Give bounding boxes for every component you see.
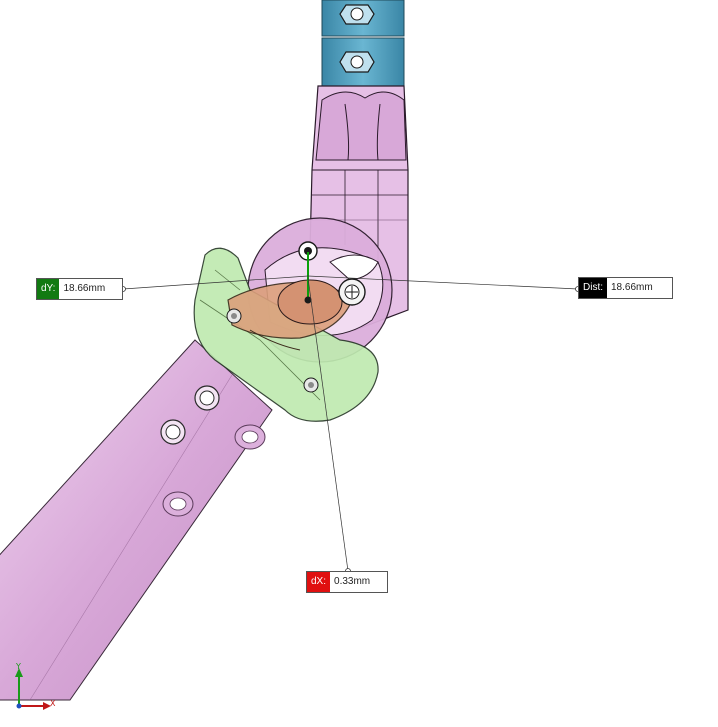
dx-tag: dX: [307,572,331,592]
lower-tube[interactable] [0,339,273,701]
screw-icon [303,377,319,393]
reference-triad [15,668,51,710]
dist-value: 18.66mm [607,278,657,298]
dist-tag: Dist: [579,278,607,298]
pivot-pin-icon [298,241,318,261]
dx-value: 0.33mm [330,572,375,592]
triad-y-label: Y [16,662,21,671]
dy-tag: dY: [37,279,60,299]
dy-measurement-callout[interactable]: dY: 18.66mm [36,278,123,300]
hex-nut-icon [339,4,375,25]
dist-measurement-callout[interactable]: Dist: 18.66mm [578,277,673,299]
dx-measurement-callout[interactable]: dX: 0.33mm [306,571,388,593]
screw-icon [226,308,242,324]
triad-x-label: X [50,699,56,708]
eyelet-loop-icon [162,491,194,517]
dy-value: 18.66mm [59,279,110,299]
pivot-bolt-icon [338,278,366,306]
hex-nut-icon [339,51,375,73]
eyelet-loop-icon [234,424,266,450]
measurement-lines [120,252,581,574]
